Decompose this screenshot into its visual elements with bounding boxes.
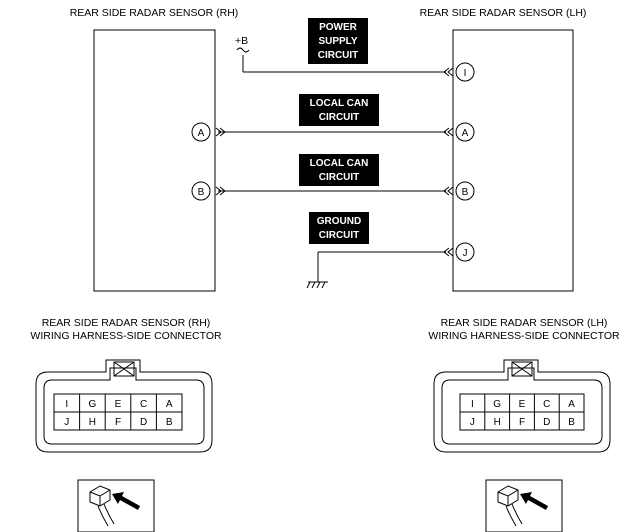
lh-connector-caption-line2: WIRING HARNESS-SIDE CONNECTOR (428, 330, 620, 342)
lh-pin-cell-c: C (543, 399, 550, 410)
lh-pin-cell-a: A (568, 399, 575, 410)
lh-pin-cell-i: I (471, 399, 474, 410)
rh-pin-cell-c: C (140, 399, 147, 410)
lh-pin-j: J (455, 242, 475, 262)
can1-line1: LOCAL CAN (310, 98, 369, 109)
lh-connector: I G E C A J H F D B (433, 359, 611, 453)
power-circuit-line1: POWER (319, 22, 358, 33)
rh-pin-cell-i: I (65, 399, 68, 410)
lh-pin-cell-b: B (568, 417, 575, 428)
lh-i-connector-mark (443, 67, 454, 77)
lh-pin-cell-j: J (470, 417, 475, 428)
lh-pin-cell-d: D (543, 417, 550, 428)
rh-connector: I G E C A J H F D B (35, 359, 213, 453)
rh-pin-b-label: B (198, 187, 205, 198)
rh-pin-cell-h: H (89, 417, 96, 428)
local-can-circuit-box-2: LOCAL CAN CIRCUIT (299, 154, 379, 186)
rh-sensor-title: REAR SIDE RADAR SENSOR (RH) (70, 7, 239, 19)
rh-connector-caption-line2: WIRING HARNESS-SIDE CONNECTOR (30, 330, 222, 342)
rh-pin-cell-j: J (64, 417, 69, 428)
can1-line2: CIRCUIT (319, 112, 360, 123)
rh-sensor-box (93, 29, 216, 292)
rh-pin-cell-a: A (166, 399, 173, 410)
lh-pin-b-label: B (462, 187, 469, 198)
rh-connector-caption-line1: REAR SIDE RADAR SENSOR (RH) (42, 317, 211, 329)
lh-pin-a-label: A (462, 128, 469, 139)
plus-b-label: +B (235, 35, 248, 47)
fuse-symbol (236, 47, 250, 53)
can2-line1: LOCAL CAN (310, 158, 369, 169)
lh-pin-j-label: J (463, 248, 468, 259)
lh-pin-cell-g: G (493, 399, 501, 410)
can2-line2: CIRCUIT (319, 172, 360, 183)
ground-line2: CIRCUIT (319, 230, 360, 241)
lh-sensor-title: REAR SIDE RADAR SENSOR (LH) (420, 7, 587, 19)
lh-pin-i: I (455, 62, 475, 82)
lh-a-connector-mark (443, 127, 454, 137)
rh-pin-cell-g: G (89, 399, 97, 410)
rh-pin-a: A (191, 122, 211, 142)
ground-circuit-box: GROUND CIRCUIT (309, 212, 369, 244)
lh-b-connector-mark (443, 186, 454, 196)
local-can-circuit-box-1: LOCAL CAN CIRCUIT (299, 94, 379, 126)
rh-pin-b: B (191, 181, 211, 201)
ground-symbol-icon (306, 281, 328, 289)
rh-pin-a-label: A (198, 128, 205, 139)
ground-line1: GROUND (317, 216, 361, 227)
connector-plug-icon (77, 479, 155, 532)
lh-pin-cell-h: H (494, 417, 501, 428)
lh-pin-cell-f: F (519, 417, 525, 428)
lh-pin-b: B (455, 181, 475, 201)
power-supply-circuit-box: POWER SUPPLY CIRCUIT (308, 18, 368, 64)
lh-pin-a: A (455, 122, 475, 142)
rh-a-connector-mark (215, 127, 226, 137)
lh-pin-cell-e: E (519, 399, 526, 410)
lh-pin-i-label: I (464, 68, 467, 79)
rh-b-connector-mark (215, 186, 226, 196)
power-circuit-line3: CIRCUIT (318, 50, 359, 61)
lh-connector-caption-line1: REAR SIDE RADAR SENSOR (LH) (441, 317, 608, 329)
rh-pin-cell-f: F (115, 417, 121, 428)
rh-pin-cell-e: E (115, 399, 122, 410)
rh-pin-cell-d: D (140, 417, 147, 428)
connector-plug-icon (485, 479, 563, 532)
rh-pin-cell-b: B (166, 417, 173, 428)
power-circuit-line2: SUPPLY (318, 36, 357, 47)
